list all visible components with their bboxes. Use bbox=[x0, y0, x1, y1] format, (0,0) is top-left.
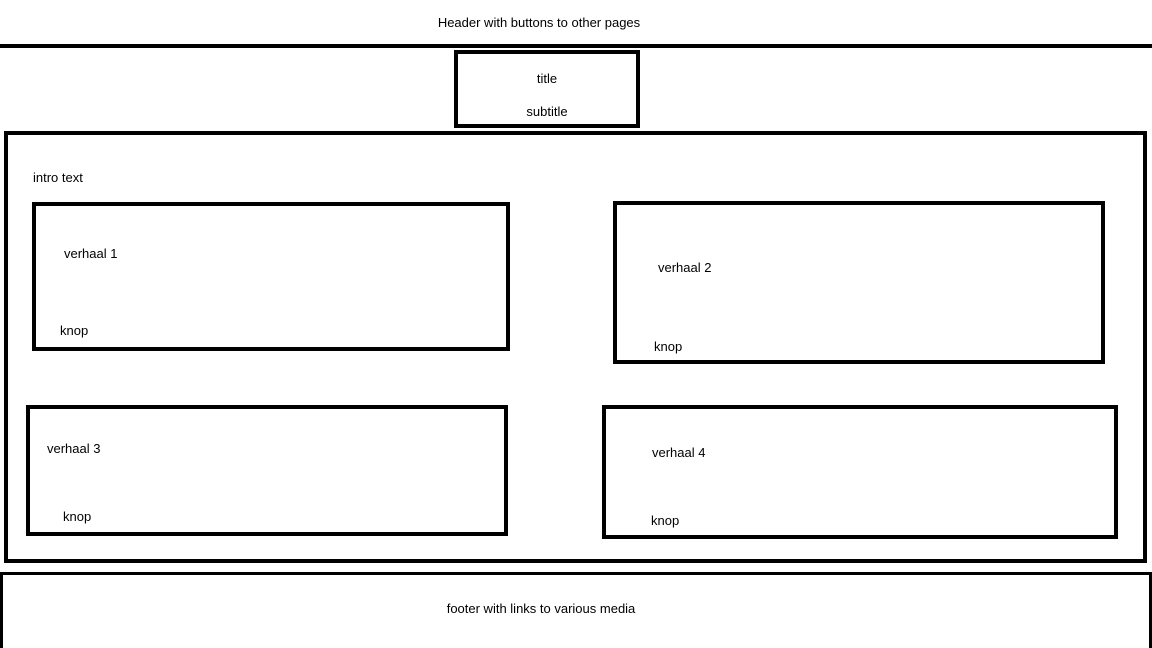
story-card-2: verhaal 2 knop bbox=[613, 201, 1105, 364]
page-subtitle: subtitle bbox=[526, 104, 568, 119]
intro-text: intro text bbox=[33, 170, 83, 185]
footer-label: footer with links to various media bbox=[446, 601, 636, 616]
main-content-box: intro text verhaal 1 knop verhaal 2 knop… bbox=[4, 131, 1147, 563]
story-button[interactable]: knop bbox=[60, 323, 89, 338]
header-divider bbox=[0, 44, 1152, 48]
story-label: verhaal 1 bbox=[64, 246, 118, 261]
header-label: Header with buttons to other pages bbox=[437, 15, 641, 30]
story-card-3: verhaal 3 knop bbox=[26, 405, 508, 536]
hero-box: title subtitle bbox=[454, 50, 640, 128]
story-button[interactable]: knop bbox=[63, 509, 92, 524]
story-button[interactable]: knop bbox=[651, 513, 680, 528]
story-label: verhaal 3 bbox=[47, 441, 101, 456]
story-card-1: verhaal 1 knop bbox=[32, 202, 510, 351]
footer-box: footer with links to various media bbox=[0, 572, 1152, 648]
page-title: title bbox=[536, 71, 558, 86]
story-label: verhaal 2 bbox=[658, 260, 712, 275]
story-card-4: verhaal 4 knop bbox=[602, 405, 1118, 539]
story-label: verhaal 4 bbox=[652, 445, 706, 460]
story-button[interactable]: knop bbox=[654, 339, 683, 354]
